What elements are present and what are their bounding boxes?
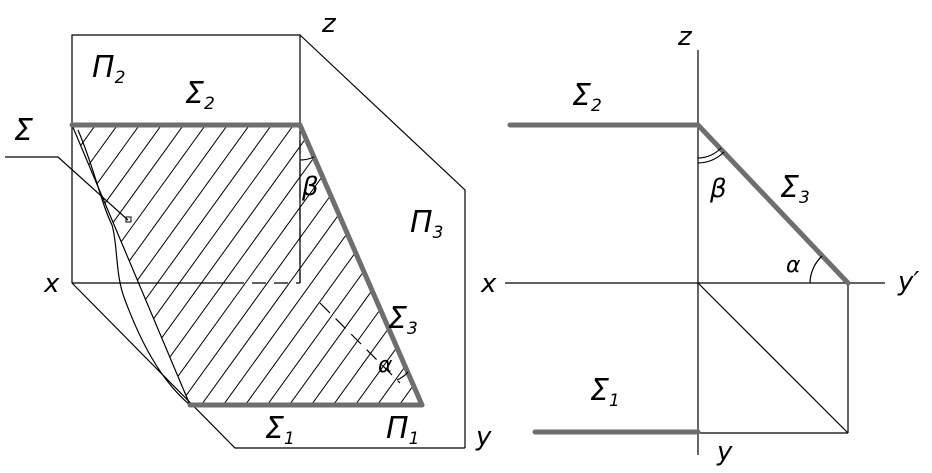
left-view: Π2 Σ2 Σ z x y β α Π3 Σ3 Σ1 Π1 (5, 9, 700, 452)
hatch-line (241, 125, 422, 405)
hatch-line (307, 125, 422, 405)
trace-sigma-1-label: Σ1 (265, 411, 295, 449)
left-beta-label: β (301, 172, 319, 202)
plane-sigma-label: Σ (14, 113, 33, 148)
trace-sigma-3-label: Σ3 (388, 301, 418, 339)
horizontal-plane-outline (71, 282, 465, 449)
profile-plane-outline (299, 34, 466, 448)
hatch-line (87, 125, 349, 405)
sigma-leader-point (125, 216, 132, 223)
right-trace-sigma-3-label: Σ3 (780, 170, 810, 208)
right-beta-arc-outer (697, 151, 725, 164)
right-alpha-label: α (786, 253, 801, 278)
right-trace-sigma-3 (695, 122, 851, 286)
hatch-line (72, 125, 173, 405)
hatch-line (72, 125, 283, 405)
plane-pi-1-label: Π1 (386, 411, 419, 449)
hatch-line (329, 125, 422, 405)
left-z-axis-label: z (321, 9, 337, 39)
sigma-plane-hatching (72, 80, 700, 440)
right-view: z Σ2 β Σ3 α x y′ Σ1 y (480, 22, 919, 467)
hatch-line (197, 125, 422, 405)
plane-pi-3-label: Π3 (410, 205, 443, 243)
right-trace-sigma-1-label: Σ1 (590, 373, 620, 411)
sigma-plane-edge (71, 124, 191, 406)
plane-pi-2-label: Π2 (92, 50, 125, 88)
right-x-axis-label: x (480, 269, 497, 299)
trace-sigma-3 (297, 122, 425, 408)
right-y-axis-label: y (716, 437, 733, 467)
left-alpha-label: α (378, 353, 393, 378)
right-trace-sigma-2-label: Σ2 (572, 78, 602, 116)
left-y-axis-label: y (475, 422, 492, 452)
frontal-plane-outline (71, 34, 301, 283)
hatch-line (395, 125, 422, 405)
left-x-axis-label: x (43, 269, 60, 299)
right-beta-arc-inner (697, 147, 722, 159)
hatch-line (153, 125, 415, 405)
construction-diagonal (697, 282, 849, 434)
hatch-line (351, 125, 422, 405)
hatch-line (440, 80, 700, 440)
sigma-leader-line (5, 156, 129, 221)
hatch-line (219, 125, 422, 405)
trace-sigma-2-label: Σ2 (185, 76, 215, 114)
right-z-axis-label: z (677, 22, 693, 52)
hatch-line (72, 125, 239, 405)
hatch-line (417, 125, 422, 405)
right-beta-label: β (709, 174, 727, 204)
alpha-arc (396, 371, 409, 381)
sigma-boundary-curve (77, 129, 191, 406)
hatch-line (72, 125, 195, 405)
hatch-line (72, 125, 151, 405)
hatch-line (109, 125, 371, 405)
hatch-line (72, 125, 327, 405)
right-alpha-arc (809, 255, 823, 284)
hatch-line (72, 125, 261, 405)
right-y-prime-axis-label: y′ (897, 267, 919, 297)
beta-arc (299, 156, 315, 161)
y-axis-hidden (319, 302, 401, 384)
hatch-line (72, 125, 129, 405)
